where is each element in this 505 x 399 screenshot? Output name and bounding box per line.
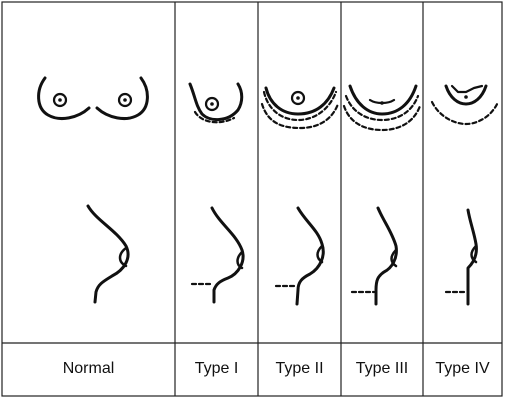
type-iv-front-view xyxy=(432,86,498,124)
type-i-side-view xyxy=(192,208,243,302)
type-ii-side-view xyxy=(276,208,323,304)
normal-front-view xyxy=(39,78,148,119)
type-iv-side-view xyxy=(446,210,476,304)
type-iii-side-view xyxy=(352,208,396,304)
column-label-type-ii: Type II xyxy=(258,344,341,394)
table-grid xyxy=(2,2,502,396)
column-label-type-i: Type I xyxy=(175,344,258,394)
column-label-type-iii: Type III xyxy=(341,344,423,394)
column-label-normal: Normal xyxy=(2,344,175,394)
column-label-type-iv: Type IV xyxy=(423,344,502,394)
type-i-front-view xyxy=(190,84,242,122)
outer-border xyxy=(2,2,502,396)
type-ii-front-view xyxy=(262,88,338,128)
normal-side-view xyxy=(88,206,128,302)
type-iii-front-view xyxy=(344,86,420,130)
